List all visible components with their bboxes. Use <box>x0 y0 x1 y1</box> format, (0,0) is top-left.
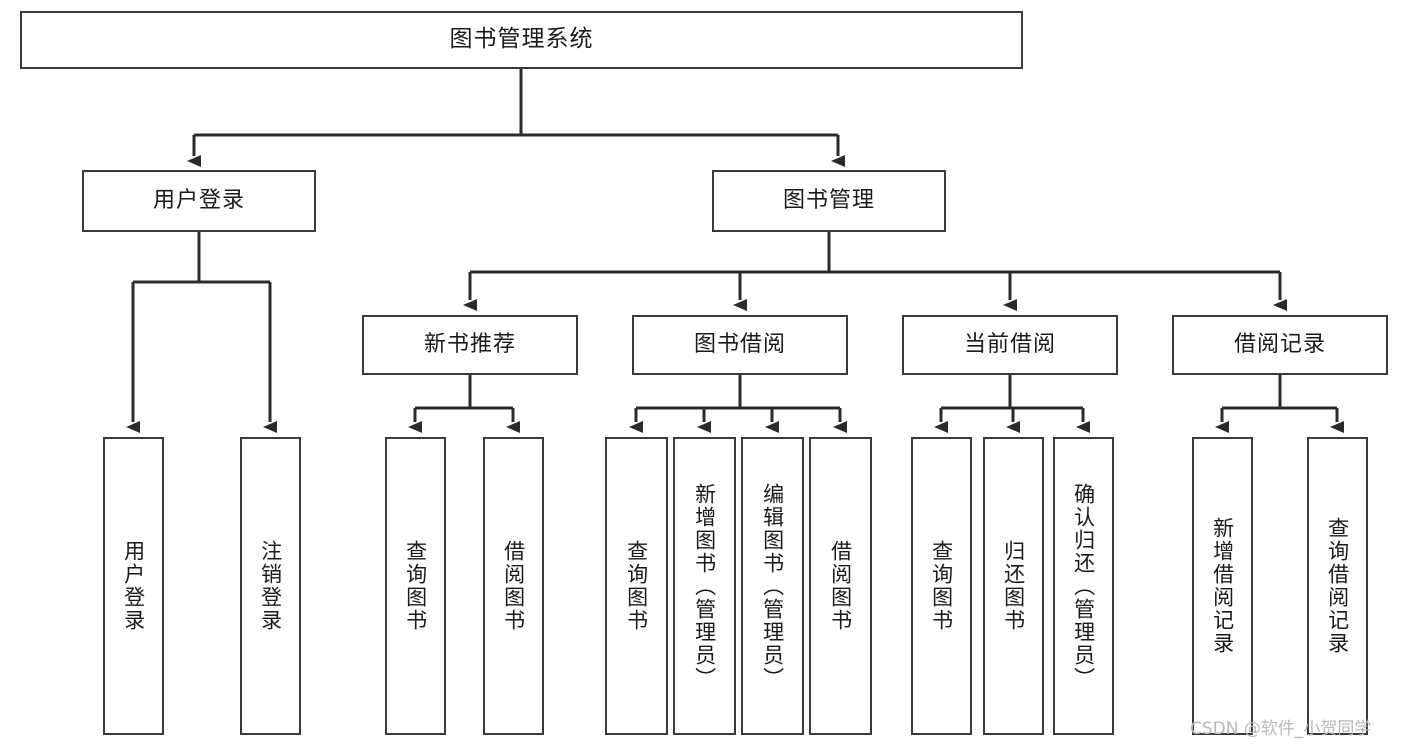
node-current-borrowing[interactable]: 当前借阅 <box>902 315 1118 375</box>
leaf-query-borrow-record[interactable]: 查询借阅记录 <box>1307 437 1368 735</box>
node-borrow-records[interactable]: 借阅记录 <box>1172 315 1388 375</box>
node-label: 图书借阅 <box>693 331 786 357</box>
node-new-book-recommendation[interactable]: 新书推荐 <box>362 315 578 375</box>
node-label: 新增图书（管理员） <box>692 482 717 690</box>
leaf-return-books[interactable]: 归还图书 <box>983 437 1044 735</box>
node-label: 归还图书 <box>1001 540 1026 632</box>
node-book-management[interactable]: 图书管理 <box>712 170 946 232</box>
node-label: 图书管理 <box>782 187 875 213</box>
leaf-query-books-borrowing[interactable]: 查询图书 <box>605 437 668 735</box>
node-label: 确认归还（管理员） <box>1071 482 1096 690</box>
node-label: 用户登录 <box>121 540 146 632</box>
node-label: 借阅图书 <box>828 540 853 632</box>
node-label: 查询图书 <box>929 540 954 632</box>
leaf-user-login[interactable]: 用户登录 <box>103 437 164 735</box>
leaf-add-book-admin[interactable]: 新增图书（管理员） <box>673 437 736 735</box>
node-label: 编辑图书（管理员） <box>760 482 785 690</box>
node-root-book-management-system[interactable]: 图书管理系统 <box>20 11 1023 69</box>
node-label: 新增借阅记录 <box>1210 517 1235 655</box>
node-label: 图书管理系统 <box>449 26 594 53</box>
node-label: 当前借阅 <box>963 331 1056 357</box>
node-label: 查询图书 <box>403 540 428 632</box>
node-label: 借阅记录 <box>1233 331 1326 357</box>
node-book-borrowing[interactable]: 图书借阅 <box>632 315 848 375</box>
leaf-borrow-books-recommendation[interactable]: 借阅图书 <box>483 437 544 735</box>
node-label: 借阅图书 <box>501 540 526 632</box>
leaf-borrow-books-borrowing[interactable]: 借阅图书 <box>809 437 872 735</box>
leaf-confirm-return-admin[interactable]: 确认归还（管理员） <box>1053 437 1114 735</box>
node-label: 新书推荐 <box>423 331 516 357</box>
node-label: 查询图书 <box>624 540 649 632</box>
leaf-logout[interactable]: 注销登录 <box>240 437 301 735</box>
node-label: 用户登录 <box>152 187 245 213</box>
leaf-edit-book-admin[interactable]: 编辑图书（管理员） <box>741 437 804 735</box>
node-label: 查询借阅记录 <box>1325 517 1350 655</box>
leaf-add-borrow-record[interactable]: 新增借阅记录 <box>1192 437 1253 735</box>
leaf-query-books-current[interactable]: 查询图书 <box>911 437 972 735</box>
watermark-text: CSDN @软件_小贺同学 <box>1190 719 1372 739</box>
node-user-login[interactable]: 用户登录 <box>82 170 316 232</box>
node-label: 注销登录 <box>258 540 283 632</box>
leaf-query-books-recommendation[interactable]: 查询图书 <box>385 437 446 735</box>
